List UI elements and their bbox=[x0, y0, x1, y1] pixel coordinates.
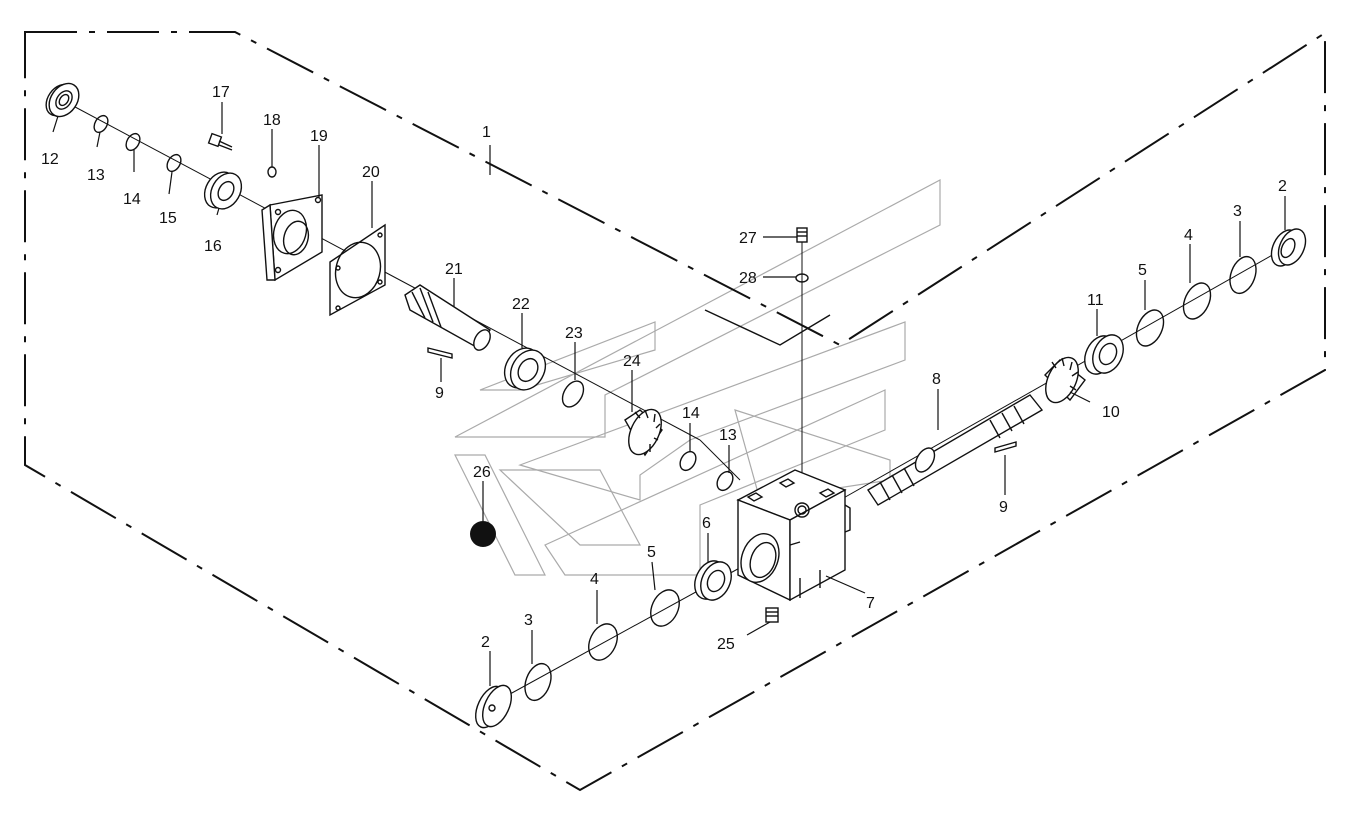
callout-20: 20 bbox=[362, 164, 380, 181]
part-9-key-right bbox=[994, 441, 1017, 453]
part-3-snap-ring-lower bbox=[524, 662, 552, 702]
part-23-shim bbox=[561, 380, 585, 408]
part-22-bearing bbox=[503, 347, 547, 391]
callout-16: 16 bbox=[204, 238, 222, 255]
callout-18: 18 bbox=[263, 112, 281, 129]
callout-25: 25 bbox=[717, 636, 735, 653]
assembly-boundary bbox=[24, 31, 1326, 792]
callout-12: 12 bbox=[41, 151, 59, 168]
callout-9-right: 9 bbox=[999, 499, 1008, 516]
callout-2-right: 2 bbox=[1278, 178, 1287, 195]
part-19-flange-cover bbox=[261, 194, 323, 282]
callout-14-mid: 14 bbox=[682, 405, 700, 422]
callout-8: 8 bbox=[932, 371, 941, 388]
part-14-shim bbox=[125, 132, 141, 152]
callout-4-lower: 4 bbox=[590, 571, 599, 588]
part-16-bearing bbox=[203, 171, 243, 210]
part-5-shim-lower bbox=[650, 589, 680, 627]
callout-5-right: 5 bbox=[1138, 262, 1147, 279]
callout-3-lower: 3 bbox=[524, 612, 533, 629]
part-18-washer bbox=[267, 166, 277, 178]
callout-21: 21 bbox=[445, 261, 463, 278]
callout-22: 22 bbox=[512, 296, 530, 313]
part-10-bevel-gear bbox=[1044, 356, 1086, 404]
callout-26: 26 bbox=[473, 464, 491, 481]
part-3-snap-ring-right bbox=[1229, 255, 1257, 295]
part-26-grease bbox=[470, 521, 496, 547]
part-7-gearbox-housing bbox=[736, 469, 851, 602]
callout-11: 11 bbox=[1087, 292, 1104, 309]
part-8-output-shaft bbox=[867, 394, 1044, 506]
callout-15: 15 bbox=[159, 210, 177, 227]
callout-7: 7 bbox=[866, 595, 875, 612]
part-2-bearing-right bbox=[1270, 228, 1307, 267]
part-2-cap-lower bbox=[474, 684, 513, 729]
callout-labels: 1 2 2 3 3 4 4 5 5 6 7 8 9 9 10 11 12 13 … bbox=[41, 84, 1287, 653]
part-17-bolt bbox=[207, 132, 233, 151]
part-24-bevel-gear bbox=[624, 408, 663, 457]
part-12-bearing bbox=[45, 82, 80, 118]
part-5-shim-right bbox=[1135, 309, 1165, 347]
part-21-input-shaft bbox=[404, 284, 491, 351]
part-9-key-left bbox=[427, 347, 453, 359]
callout-leaders bbox=[52, 102, 1286, 686]
callout-4-right: 4 bbox=[1184, 227, 1193, 244]
part-27-breather-plug bbox=[796, 227, 808, 243]
callout-6: 6 bbox=[702, 515, 711, 532]
callout-14-upper: 14 bbox=[123, 191, 141, 208]
callout-2-lower: 2 bbox=[481, 634, 490, 651]
callout-10: 10 bbox=[1102, 404, 1120, 421]
callout-17: 17 bbox=[212, 84, 230, 101]
part-20-gasket bbox=[329, 223, 386, 317]
callout-13-upper: 13 bbox=[87, 167, 105, 184]
callout-3-right: 3 bbox=[1233, 203, 1242, 220]
callout-13-mid: 13 bbox=[719, 427, 737, 444]
callout-5-lower: 5 bbox=[647, 544, 656, 561]
part-13-snap-ring-b bbox=[716, 470, 734, 492]
callout-27: 27 bbox=[739, 230, 757, 247]
callout-19: 19 bbox=[310, 128, 328, 145]
callout-24: 24 bbox=[623, 353, 641, 370]
callout-1: 1 bbox=[482, 124, 491, 141]
part-25-drain-plug bbox=[765, 607, 779, 623]
part-14-shim-b bbox=[679, 450, 697, 472]
part-28-seal-washer bbox=[795, 273, 809, 283]
part-11-bearing-right bbox=[1084, 334, 1124, 375]
part-4-shim-right bbox=[1182, 282, 1212, 320]
callout-28: 28 bbox=[739, 270, 757, 287]
part-4-shim-lower bbox=[588, 623, 618, 661]
part-15-shim bbox=[166, 153, 182, 173]
part-13-snap-ring bbox=[93, 114, 109, 134]
part-6-bearing-lower bbox=[694, 560, 732, 601]
callout-9-left: 9 bbox=[435, 385, 444, 402]
callout-23: 23 bbox=[565, 325, 583, 342]
